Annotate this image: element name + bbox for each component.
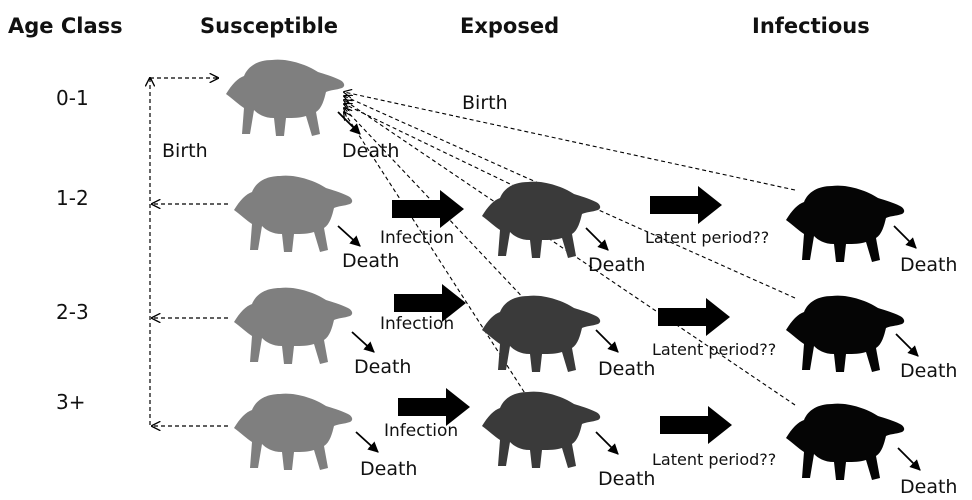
infection-arrow-icon [392, 190, 470, 426]
susceptible-devil-icon [226, 60, 352, 470]
exposed-devil-icon [482, 182, 600, 468]
latent-arrow-icon [650, 186, 732, 444]
birth-connector [150, 78, 228, 428]
infectious-devil-icon [786, 186, 904, 480]
